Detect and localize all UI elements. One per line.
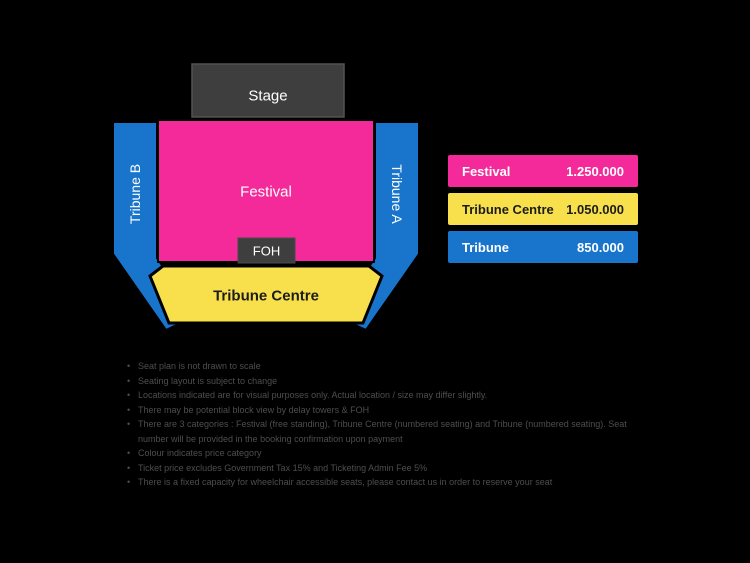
note-item: Ticket price excludes Government Tax 15%… — [126, 461, 631, 476]
tribune-centre-label: Tribune Centre — [213, 288, 319, 305]
legend-label: Tribune — [462, 239, 509, 255]
tribune-centre-area — [148, 264, 384, 325]
tribune-a-label: Tribune A — [389, 164, 405, 224]
note-item: Seating layout is subject to change — [126, 374, 631, 389]
legend-price: 850.000 — [577, 239, 624, 255]
note-item: There may be potential block view by del… — [126, 403, 631, 418]
legend-price: 1.250.000 — [566, 163, 624, 179]
foh-label: FOH — [253, 244, 280, 259]
festival-label: Festival — [240, 184, 292, 201]
note-item: There is a fixed capacity for wheelchair… — [126, 475, 631, 490]
legend-row-tribune-centre: Tribune Centre 1.050.000 — [448, 193, 638, 225]
note-item: There are 3 categories : Festival (free … — [126, 417, 631, 446]
price-legend: Festival 1.250.000 Tribune Centre 1.050.… — [448, 155, 638, 263]
note-item: Colour indicates price category — [126, 446, 631, 461]
stage-area — [191, 63, 345, 118]
legend-row-festival: Festival 1.250.000 — [448, 155, 638, 187]
stage-label: Stage — [248, 88, 287, 105]
legend-price: 1.050.000 — [566, 201, 624, 217]
notes-list: Seat plan is not drawn to scale Seating … — [126, 359, 631, 490]
legend-row-tribune: Tribune 850.000 — [448, 231, 638, 263]
legend-label: Tribune Centre — [462, 201, 554, 217]
foh-area — [237, 237, 296, 264]
legend-label: Festival — [462, 163, 511, 179]
tribune-b-label: Tribune B — [127, 164, 143, 224]
note-item: Seat plan is not drawn to scale — [126, 359, 631, 374]
note-item: Locations indicated are for visual purpo… — [126, 388, 631, 403]
